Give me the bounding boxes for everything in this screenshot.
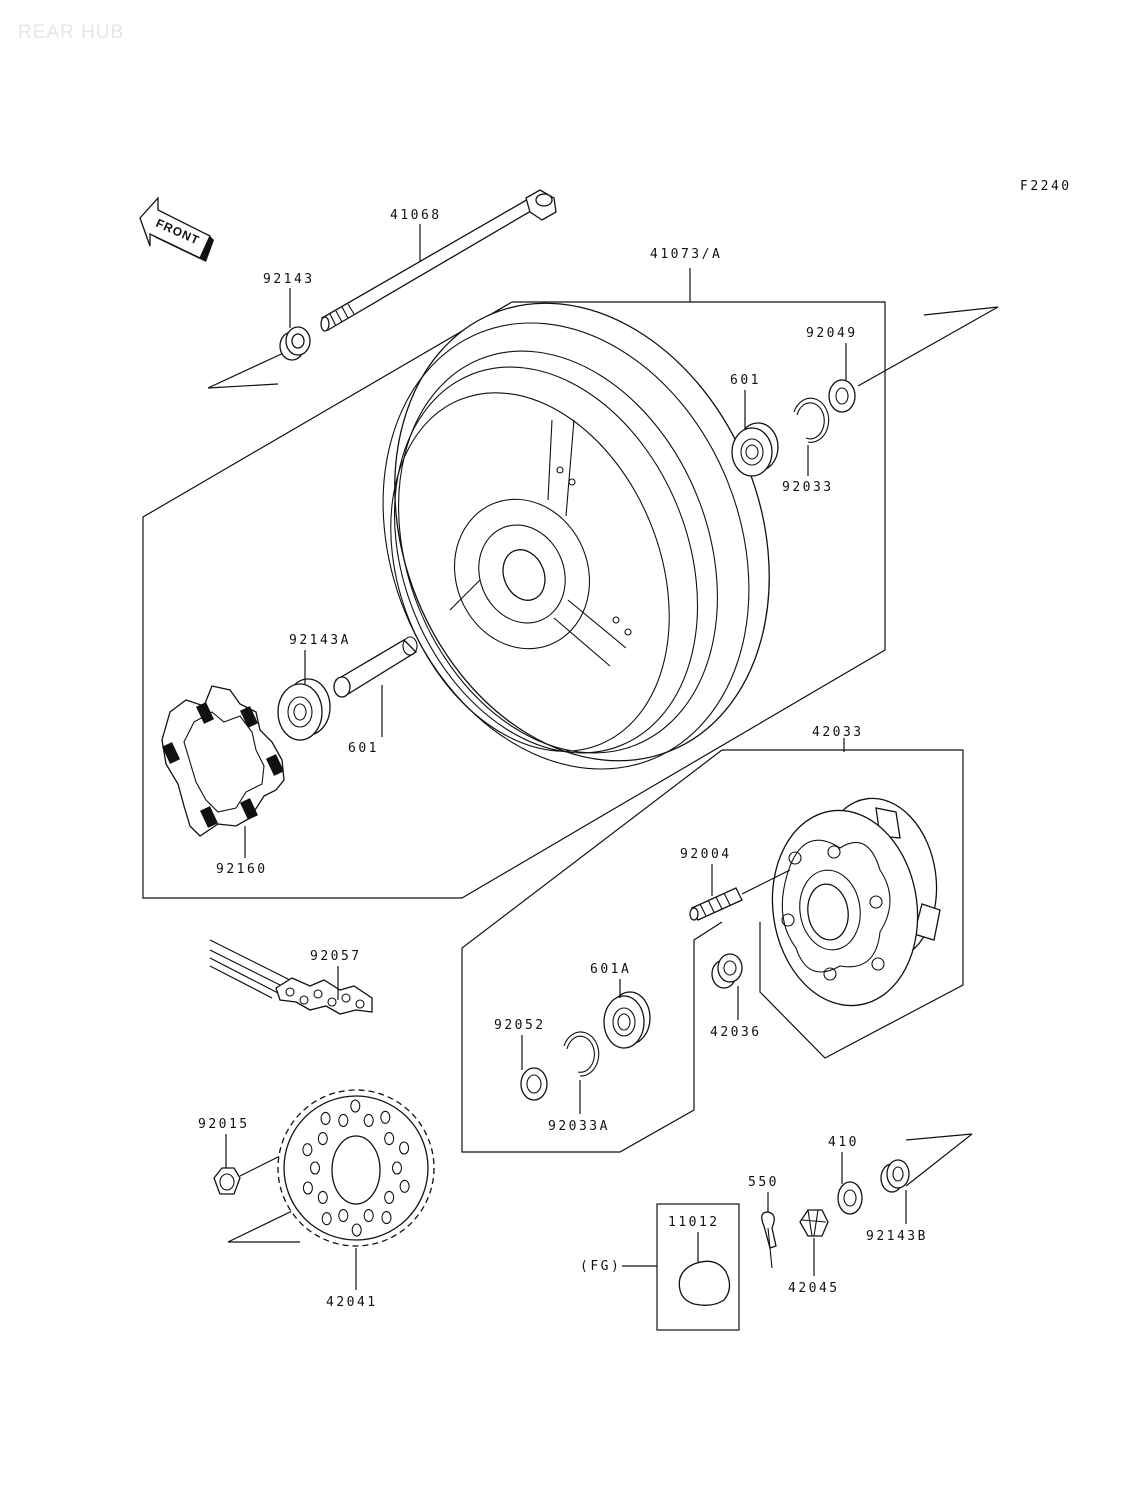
bearing-601-left-part — [277, 678, 331, 741]
label-92143B: 92143B — [866, 1229, 928, 1244]
sprocket-hole — [302, 1181, 313, 1195]
collar-42036-part — [711, 953, 743, 989]
wheel-assembly-frame — [142, 268, 999, 899]
stud-92004-part — [689, 869, 791, 921]
sprocket-hole — [309, 1161, 321, 1175]
collar-92049-part — [828, 379, 856, 413]
grease-callout-box — [656, 1203, 740, 1331]
label-550: 550 — [748, 1175, 779, 1190]
label-601-right: 601 — [730, 373, 761, 388]
washer-410-part — [837, 1181, 863, 1215]
sprocket-hole — [399, 1179, 410, 1193]
label-601-left: 92143A — [289, 633, 351, 648]
sprocket-hole — [381, 1211, 392, 1225]
sprocket-hole — [338, 1113, 349, 1127]
sprocket-hole — [317, 1190, 328, 1204]
sprocket-hole — [317, 1132, 328, 1146]
watermark-title: REAR HUB — [18, 22, 124, 43]
axle-nut-42045-part — [799, 1209, 829, 1237]
sprocket-hole — [384, 1132, 395, 1146]
seal-92052-part — [520, 1067, 548, 1101]
label-42041: 42041 — [326, 1295, 378, 1310]
sprocket-hole — [321, 1212, 332, 1226]
sprocket-hole — [363, 1209, 374, 1223]
front-arrow-icon: FRONT — [139, 196, 214, 262]
label-92033A: 92033A — [548, 1119, 610, 1134]
collar-92143B-part — [880, 1159, 910, 1193]
bearing-601-right-part — [731, 422, 779, 477]
label-92160: 92160 — [216, 862, 268, 877]
label-92033: 92033 — [782, 480, 834, 495]
label-92052: 92052 — [494, 1018, 546, 1033]
sprocket-hole — [351, 1223, 362, 1237]
label-fg-model: (FG) — [580, 1259, 621, 1274]
sprocket-hole — [338, 1209, 349, 1223]
label-92004: 92004 — [680, 847, 732, 862]
sprocket-hole — [320, 1111, 331, 1125]
axle-part — [320, 189, 557, 332]
label-92049: 92049 — [806, 326, 858, 341]
cotter-pin-550-part — [761, 1211, 777, 1269]
label-601A: 601A — [590, 962, 631, 977]
label-92143: 92143 — [263, 272, 315, 287]
collar-92143-part — [279, 326, 311, 361]
sprocket-hole — [391, 1161, 403, 1175]
sprocket-hole — [399, 1141, 410, 1155]
label-42036: 42036 — [710, 1025, 762, 1040]
sprocket-hole — [380, 1110, 391, 1124]
figure-code: F2240 — [1020, 179, 1072, 194]
sprocket-hole — [384, 1190, 395, 1204]
label-41073A: 41073/A — [650, 247, 722, 262]
label-42045: 42045 — [788, 1281, 840, 1296]
wheel-rim-part — [382, 302, 770, 770]
label-11012: 11012 — [668, 1215, 720, 1230]
label-410: 410 — [828, 1135, 859, 1150]
sprocket-hole — [302, 1143, 313, 1157]
label-92015: 92015 — [198, 1117, 250, 1132]
chain-92057-part — [209, 939, 373, 1015]
circlip-92033-part — [793, 397, 830, 443]
sprocket-42041-part — [277, 1089, 435, 1247]
bearing-601A-part — [603, 991, 651, 1049]
label-42033: 42033 — [812, 725, 864, 740]
label-41068: 41068 — [390, 208, 442, 223]
sprocket-hole — [350, 1099, 361, 1113]
circlip-92033A-part — [563, 1031, 600, 1077]
coupling-42033-part — [771, 797, 941, 1007]
damper-92160-part — [161, 685, 285, 837]
spacer-92143A-part — [333, 636, 418, 698]
coupling-assembly-frame — [227, 738, 973, 1243]
label-92143A: 601 — [348, 741, 379, 756]
sprocket-hole — [363, 1113, 374, 1127]
label-92057: 92057 — [310, 949, 362, 964]
